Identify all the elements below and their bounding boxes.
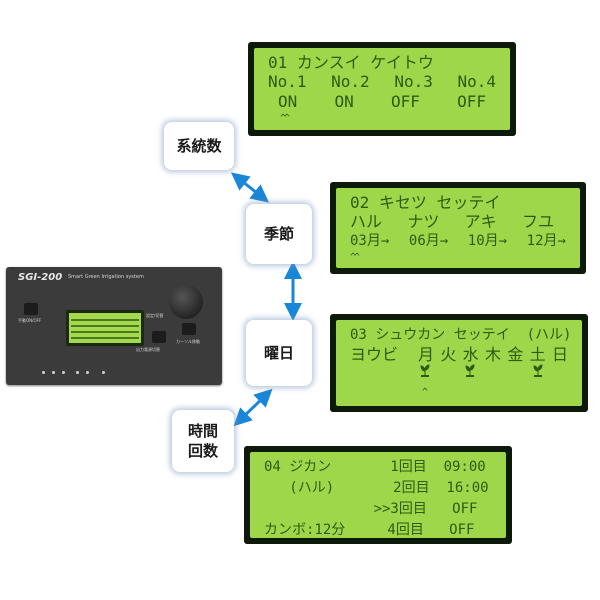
system-label: No.2 bbox=[331, 72, 370, 91]
system-label: No.3 bbox=[394, 72, 433, 91]
label-weekday: 曜日 bbox=[246, 320, 312, 386]
day-label: 月 bbox=[418, 345, 435, 364]
double-arrow-icon bbox=[230, 172, 270, 203]
indicator-led bbox=[42, 371, 45, 374]
empty-day-cell bbox=[554, 364, 568, 378]
day-label: 水 bbox=[462, 345, 479, 364]
season-month: 06月→ bbox=[408, 233, 449, 249]
lcd-title: 03 シュウカン セッテイ (ハル) bbox=[350, 327, 572, 343]
season-label: ナツ bbox=[407, 212, 440, 231]
power-switch-label: 出力電源切替 bbox=[136, 347, 160, 352]
empty-day-cell bbox=[509, 364, 523, 378]
label-time-count: 時間 回数 bbox=[172, 410, 234, 472]
settings-switch-label: 設定/切替 bbox=[146, 313, 164, 318]
day-label: 金 bbox=[507, 345, 524, 364]
sprout-icon bbox=[531, 364, 545, 378]
season-month: 10月→ bbox=[467, 233, 508, 249]
cursor-move-button[interactable] bbox=[182, 323, 196, 335]
empty-day-cell bbox=[441, 364, 455, 378]
system-state: OFF bbox=[457, 92, 486, 111]
active-day-row bbox=[418, 364, 568, 378]
system-state: ON bbox=[278, 92, 298, 111]
lcd-screen-season: 02 キセツ セッテイ ハル ナツ アキ フユ 03月→ 06月→ 10月→ 1… bbox=[330, 182, 586, 274]
indicator-led bbox=[86, 371, 89, 374]
day-label: 土 bbox=[529, 345, 546, 364]
lcd-cursor: ^^ bbox=[280, 113, 290, 124]
controller-device: SGI-200 Smart Green Irrigation system 手動… bbox=[6, 267, 222, 385]
manual-onoff-button[interactable] bbox=[24, 303, 38, 315]
indicator-led bbox=[62, 371, 65, 374]
lcd-screen-weekday: 03 シュウカン セッテイ (ハル) ヨウビ 月 火 水 木 金 土 日 ^ bbox=[330, 314, 588, 412]
double-arrow-icon bbox=[233, 388, 273, 427]
day-label: 木 bbox=[484, 345, 501, 364]
manual-onoff-label: 手動ON/OFF bbox=[18, 318, 42, 323]
sprout-icon bbox=[418, 364, 432, 378]
time-row-2: (ハル) 2回目 16:00 bbox=[264, 480, 489, 496]
lcd-cursor: ^^ bbox=[350, 252, 360, 263]
time-row-1: 04 ジカン 1回目 09:00 bbox=[264, 459, 486, 475]
season-month: 12月→ bbox=[526, 233, 566, 249]
empty-day-cell bbox=[486, 364, 500, 378]
lcd-title: 01 カンスイ ケイトウ bbox=[268, 53, 434, 72]
system-state: ON bbox=[334, 92, 354, 111]
indicator-led bbox=[76, 371, 79, 374]
weekday-row: 月 火 水 木 金 土 日 bbox=[418, 346, 568, 364]
system-label: No.1 bbox=[268, 72, 307, 91]
label-season: 季節 bbox=[246, 204, 312, 264]
indicator-led bbox=[52, 371, 55, 374]
lcd-screen-time: 04 ジカン 1回目 09:00 (ハル) 2回目 16:00 >>3回目 OF… bbox=[244, 446, 512, 544]
device-brand: SGI-200 bbox=[18, 272, 63, 283]
sprout-icon bbox=[463, 364, 477, 378]
lcd-title: 02 キセツ セッテイ bbox=[350, 193, 501, 212]
label-systems: 系統数 bbox=[164, 122, 234, 170]
device-subtitle: Smart Green Irrigation system bbox=[68, 274, 144, 280]
season-label: アキ bbox=[464, 212, 497, 231]
system-label: No.4 bbox=[457, 72, 496, 91]
season-month: 03月→ bbox=[350, 233, 390, 249]
weekday-label: ヨウビ bbox=[350, 345, 399, 364]
system-state: OFF bbox=[390, 92, 420, 111]
time-row-3: >>3回目 OFF bbox=[264, 501, 478, 517]
power-switch-button[interactable] bbox=[152, 331, 166, 343]
device-lcd bbox=[66, 310, 144, 346]
cursor-move-label: カーソル移動 bbox=[176, 339, 200, 344]
day-label: 火 bbox=[440, 345, 457, 364]
lcd-cursor: ^ bbox=[422, 387, 428, 398]
dial-knob[interactable] bbox=[169, 285, 203, 319]
season-label: ハル bbox=[350, 212, 383, 231]
indicator-led bbox=[102, 371, 105, 374]
day-label: 日 bbox=[551, 345, 568, 364]
season-label: フユ bbox=[521, 212, 554, 231]
time-row-4: カンボ:12分 4回目 OFF bbox=[264, 522, 475, 538]
lcd-screen-systems: 01 カンスイ ケイトウ No.1 No.2 No.3 No.4 ON ON O… bbox=[248, 42, 516, 136]
